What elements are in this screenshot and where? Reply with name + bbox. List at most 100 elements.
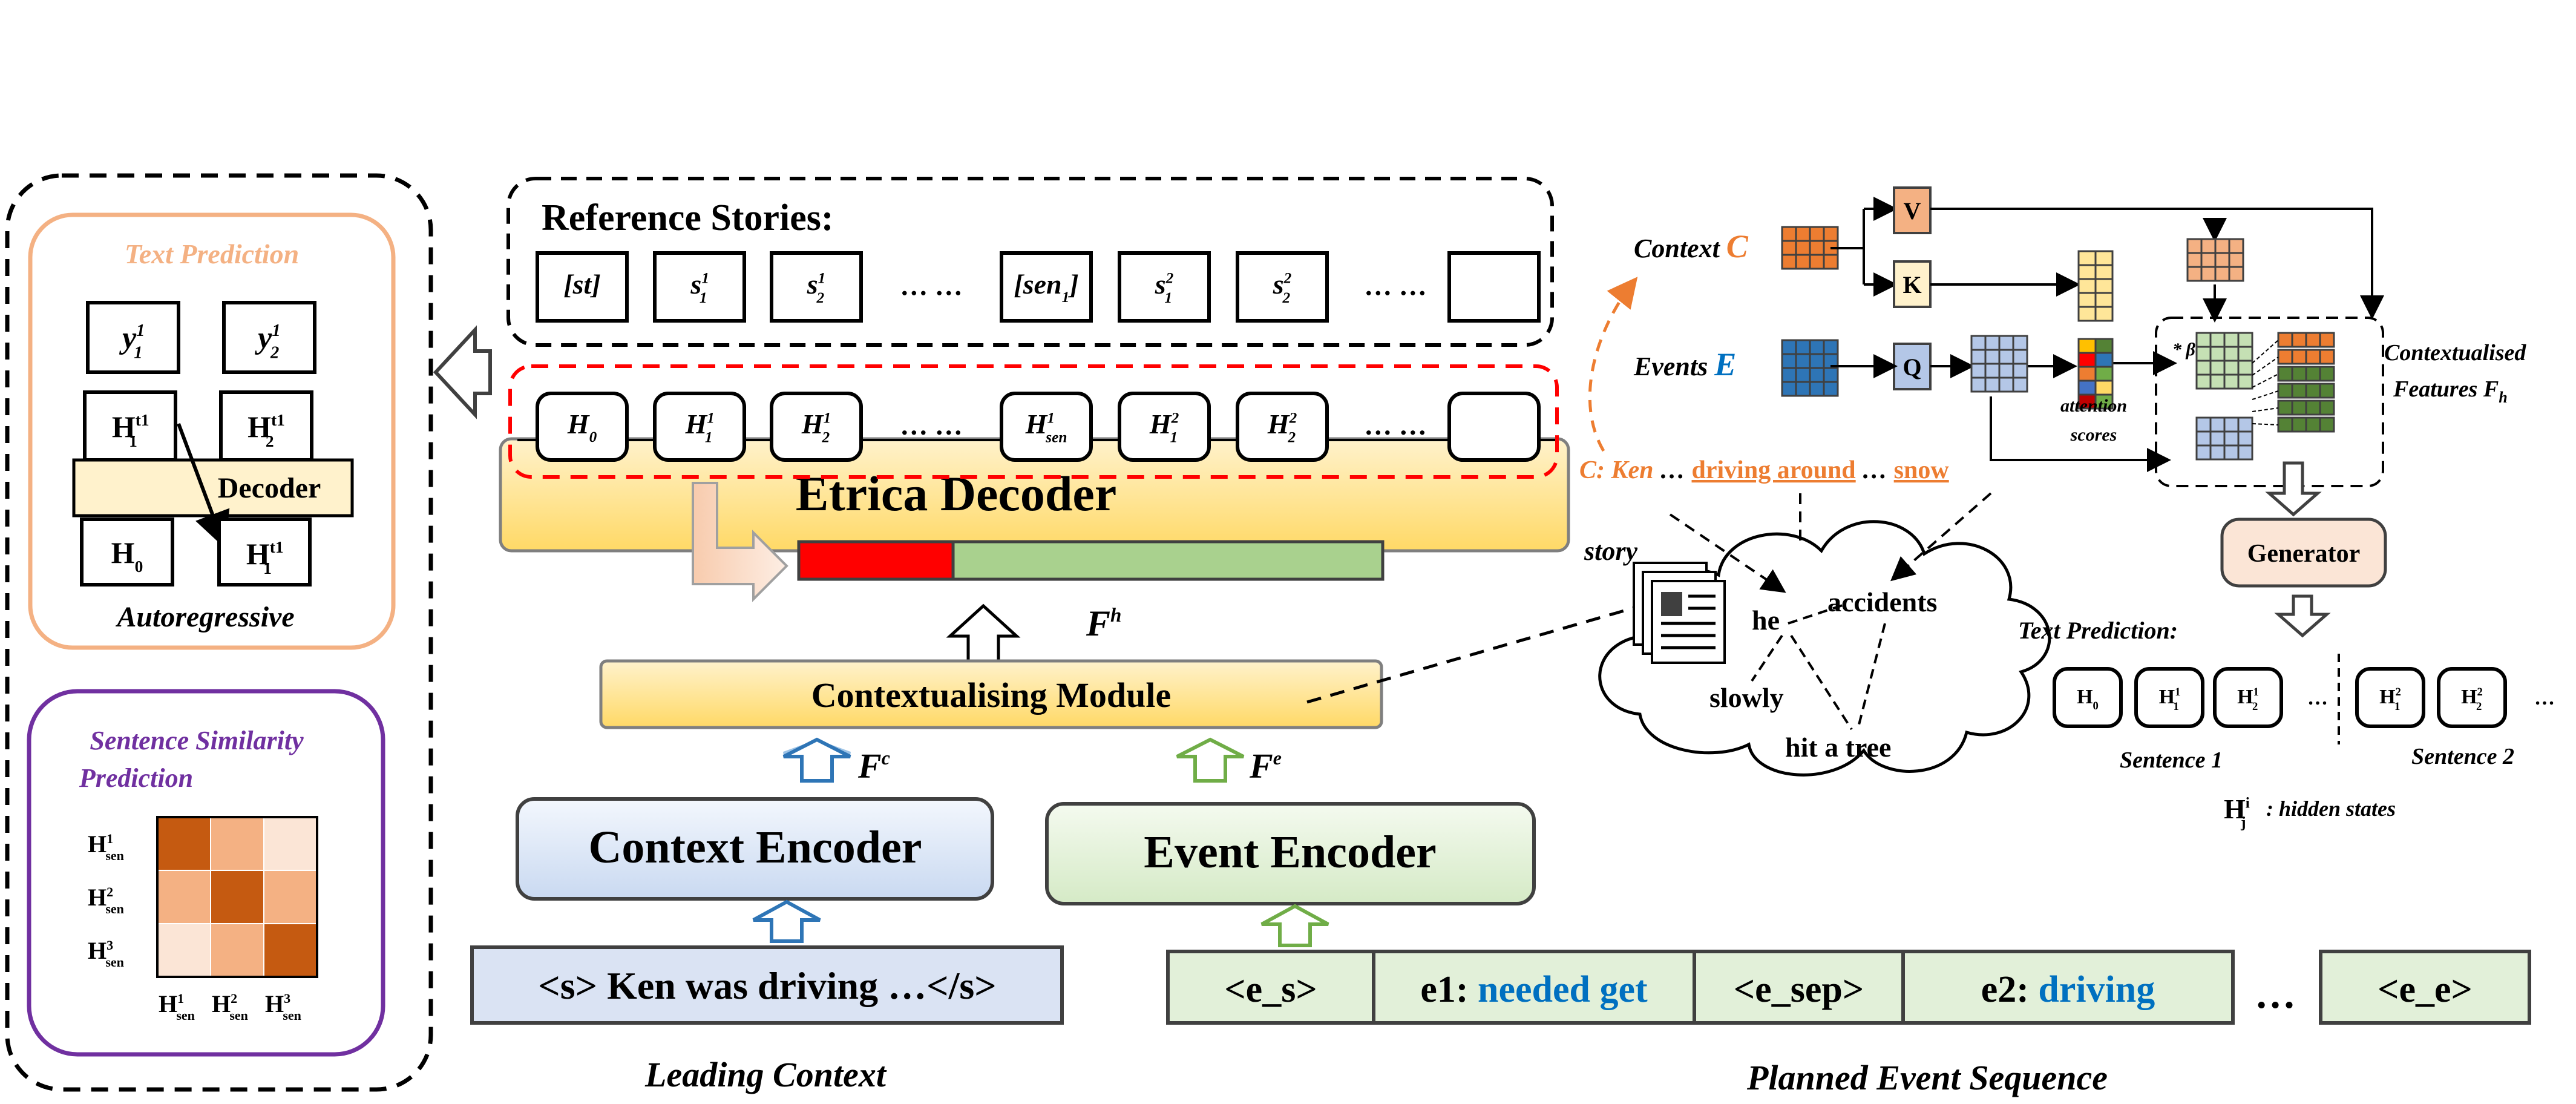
- v-box: [1893, 186, 1932, 234]
- evtCells-cell: [1781, 367, 1797, 383]
- vCells-cell: [2200, 266, 2217, 282]
- refTokens-box: [1000, 251, 1093, 323]
- ctxCells-cell: [1809, 240, 1825, 256]
- featCells-cell: [2209, 430, 2226, 447]
- featCells-link: [2252, 390, 2279, 400]
- hidTokens-box: [1236, 392, 1329, 462]
- heatmap-cell: [157, 816, 211, 871]
- feature-cells: [2195, 332, 2335, 461]
- beta-label: * β: [2172, 340, 2196, 360]
- qCells-cell: [1984, 335, 2001, 351]
- evtCells-cell: [1809, 367, 1825, 383]
- featCells-cell: [2195, 346, 2212, 362]
- predTokens-box: [2134, 667, 2204, 728]
- attention-label-2: scores: [2070, 425, 2117, 445]
- kCells-cell: [2094, 306, 2114, 322]
- heatmap-cell: [210, 816, 264, 871]
- evtCells-cell: [1781, 339, 1797, 355]
- evtCells-cell: [1795, 381, 1811, 397]
- ctxCells-cell: [1823, 226, 1839, 242]
- event-sequence-token-label: <e_e>: [2378, 969, 2473, 1010]
- v-label: V: [1904, 197, 1921, 225]
- text-prediction-title: Text Prediction: [125, 238, 299, 269]
- refTokens-label: [st]: [563, 269, 600, 300]
- evtCells-cell: [1823, 339, 1839, 355]
- vCells-cell: [2214, 266, 2230, 282]
- ctxCells-cell: [1823, 254, 1839, 270]
- featCells-cell: [2237, 416, 2253, 433]
- featCells-link: [2252, 356, 2279, 376]
- featCells-cell: [2277, 349, 2293, 365]
- token-h11-bottom: [217, 518, 312, 586]
- kCells-cell: [2077, 306, 2097, 322]
- refTokens-box: [770, 251, 863, 323]
- featCells-cell: [2237, 346, 2253, 362]
- featCells-cell: [2237, 360, 2253, 376]
- evtCells-cell: [1795, 367, 1811, 383]
- cloud-word-hit-a-tree: hit a tree: [1785, 732, 1891, 763]
- featCells-cell: [2305, 366, 2321, 382]
- event-sequence-token-label: <e_s>: [1224, 969, 1317, 1010]
- fe-label: Fe: [1249, 746, 1282, 786]
- predTokens-ellipsis: …: [2307, 687, 2328, 709]
- featCells-cell: [2291, 332, 2307, 348]
- refTokens-ellipsis: … …: [900, 270, 963, 301]
- featCells-cell: [2305, 332, 2321, 348]
- attention-label-1: attention: [2060, 396, 2127, 416]
- qCells-cell: [1970, 363, 1987, 379]
- generator-label: Generator: [2247, 540, 2361, 568]
- vCells-cell: [2214, 252, 2230, 268]
- vCells-cell: [2200, 252, 2217, 268]
- vCells-cell: [2186, 238, 2203, 254]
- token-h0-left: [80, 518, 174, 586]
- qCells-cell: [1970, 376, 1987, 393]
- featCells-cell: [2319, 399, 2335, 416]
- similarity-title-line1: Sentence Similarity: [90, 726, 304, 755]
- text-prediction-heading: Text Prediction:: [2018, 617, 2178, 644]
- events-e-label: Events E: [1633, 346, 1736, 383]
- refTokens-box: [1118, 251, 1211, 323]
- qCells-cell: [1984, 363, 2001, 379]
- evtCells-cell: [1809, 339, 1825, 355]
- refTokens-box: [536, 251, 629, 323]
- attCells-cell: [2094, 393, 2114, 410]
- attCells-cell: [2094, 352, 2114, 368]
- link-ken-he: [1669, 513, 1786, 593]
- event-sequence-token-label: <e_sep>: [1734, 969, 1864, 1010]
- vCells-cell: [2186, 266, 2203, 282]
- event-sequence-token: [2319, 950, 2531, 1025]
- heatmap-cell: [263, 923, 318, 978]
- context-encoder-label: Context Encoder: [589, 822, 922, 873]
- qCells-cell: [1998, 349, 2014, 365]
- qCells-cell: [1998, 335, 2014, 351]
- kCells-cell: [2077, 278, 2097, 294]
- featCells-cell: [2305, 383, 2321, 399]
- green-feature-bar: [951, 540, 1385, 581]
- predTokens-box: [2053, 667, 2123, 728]
- query-cells: [1970, 335, 2028, 393]
- attCells-cell: [2077, 380, 2097, 396]
- arrow-v-to-output: [1930, 208, 2384, 320]
- refTokens-box: [653, 251, 746, 323]
- fe-arrow: [1176, 737, 1245, 783]
- fc-arrow-outline: [782, 737, 851, 783]
- context-c-label: Context C: [1634, 228, 1749, 264]
- contextualised-features-dashed-box: [2155, 317, 2384, 487]
- context-embedding-cells: [1781, 226, 1839, 270]
- attCells-cell: [2077, 366, 2097, 382]
- vCells-cell: [2228, 266, 2244, 282]
